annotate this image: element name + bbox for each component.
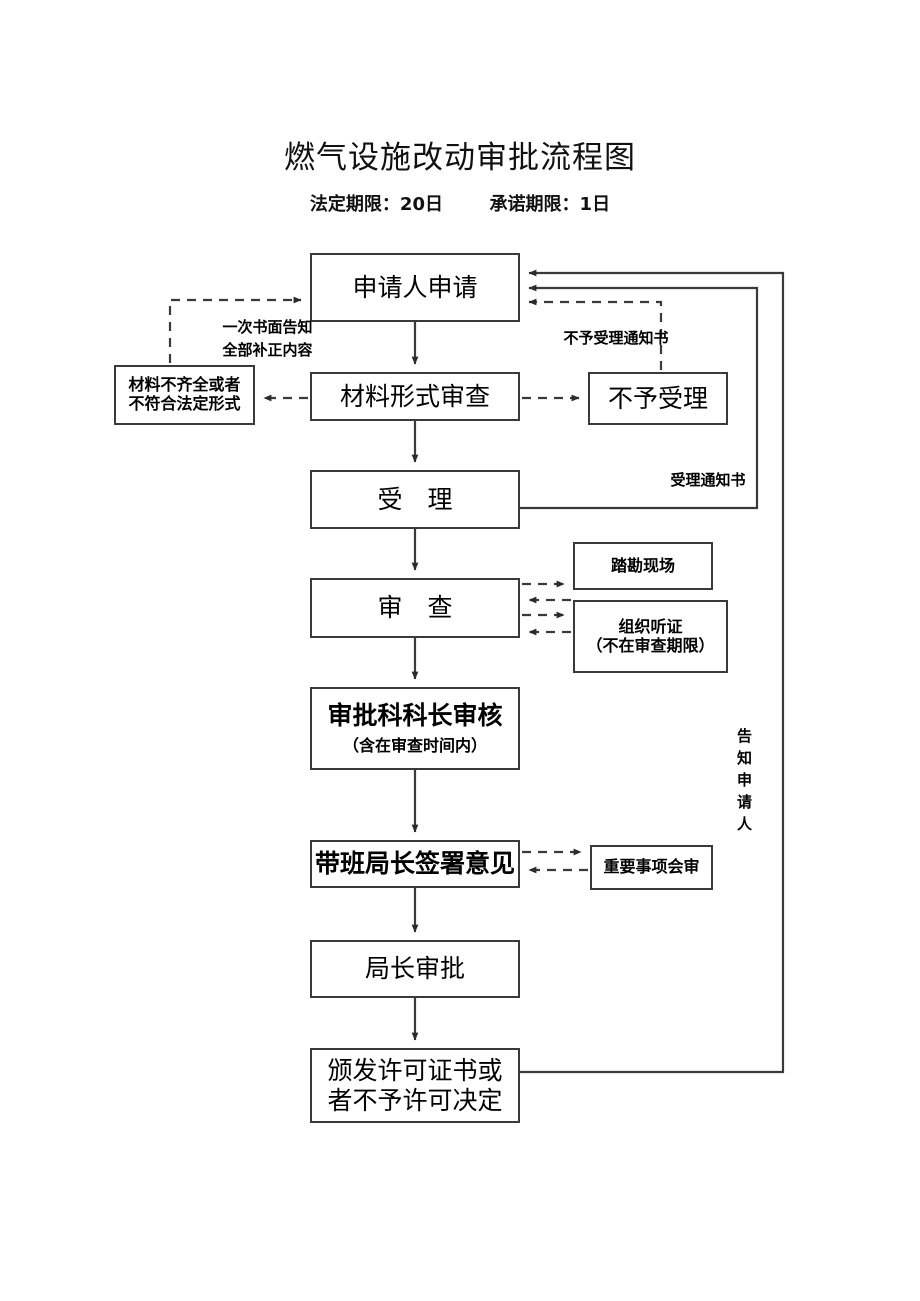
edge-label-rejection-notice: 不予受理通知书 [563, 329, 669, 347]
node-incomplete-materials[interactable]: 材料不齐全或者 不符合法定形式 [114, 365, 255, 425]
node-organize-hearing[interactable]: 组织听证 （不在审查期限） [573, 600, 728, 673]
node-label-line2: 者不予许可决定 [327, 1085, 503, 1115]
edge-label-inform-applicant: 告知申请人 [735, 728, 753, 838]
node-duty-director-signature[interactable]: 带班局长签署意见 [310, 840, 520, 888]
node-examination[interactable]: 审 查 [310, 578, 520, 638]
node-section-chief-review[interactable]: 审批科科长审核 （含在审查时间内） [310, 687, 520, 770]
node-label-line1: 组织听证 [618, 616, 683, 636]
node-not-accepted[interactable]: 不予受理 [588, 372, 728, 425]
page-title: 燃气设施改动审批流程图 [284, 140, 636, 176]
edge-label-one-time-written-notice: 一次书面告知 全部补正内容 [222, 318, 313, 359]
node-label: 申请人申请 [352, 272, 478, 302]
node-site-survey[interactable]: 踏勘现场 [573, 542, 713, 590]
node-label: 审 查 [377, 593, 453, 623]
node-label: 材料形式审查 [339, 381, 490, 411]
promise-term-label: 承诺期限：1日 [489, 194, 611, 215]
edge-issue-to-apply [520, 269, 785, 1074]
node-label: 不予受理 [607, 383, 708, 413]
legal-term-label: 法定期限：20日 [309, 194, 443, 215]
node-major-matters-joint-review[interactable]: 重要事项会审 [590, 845, 713, 890]
node-label-line1: 颁发许可证书或 [327, 1056, 503, 1085]
node-label-line2: 不符合法定形式 [128, 394, 241, 413]
page-subtitle: 法定期限：20日 承诺期限：1日 [0, 190, 920, 216]
node-director-approval[interactable]: 局长审批 [310, 940, 520, 998]
node-acceptance[interactable]: 受 理 [310, 470, 520, 529]
node-applicant-application[interactable]: 申请人申请 [310, 253, 520, 322]
edge-reject-to-apply [528, 298, 663, 370]
edge-label-acceptance-notice: 受理通知书 [670, 471, 746, 489]
node-issue-license-or-refusal[interactable]: 颁发许可证书或 者不予许可决定 [310, 1048, 520, 1123]
node-label-line1: 材料不齐全或者 [128, 375, 241, 395]
node-label-line2: （含在审查时间内） [342, 735, 487, 755]
node-label: 受 理 [377, 484, 453, 514]
node-material-form-review[interactable]: 材料形式审查 [310, 372, 520, 421]
edge-incomplete-to-apply [168, 296, 302, 363]
edge-accept-to-apply [520, 284, 759, 510]
node-label-line2: （不在审查期限） [586, 635, 715, 655]
node-label: 踏勘现场 [610, 555, 675, 575]
node-label: 局长审批 [364, 954, 465, 984]
node-label-line1: 审批科科长审核 [327, 701, 503, 731]
node-label: 重要事项会审 [603, 857, 700, 877]
node-label: 带班局长签署意见 [314, 849, 515, 879]
